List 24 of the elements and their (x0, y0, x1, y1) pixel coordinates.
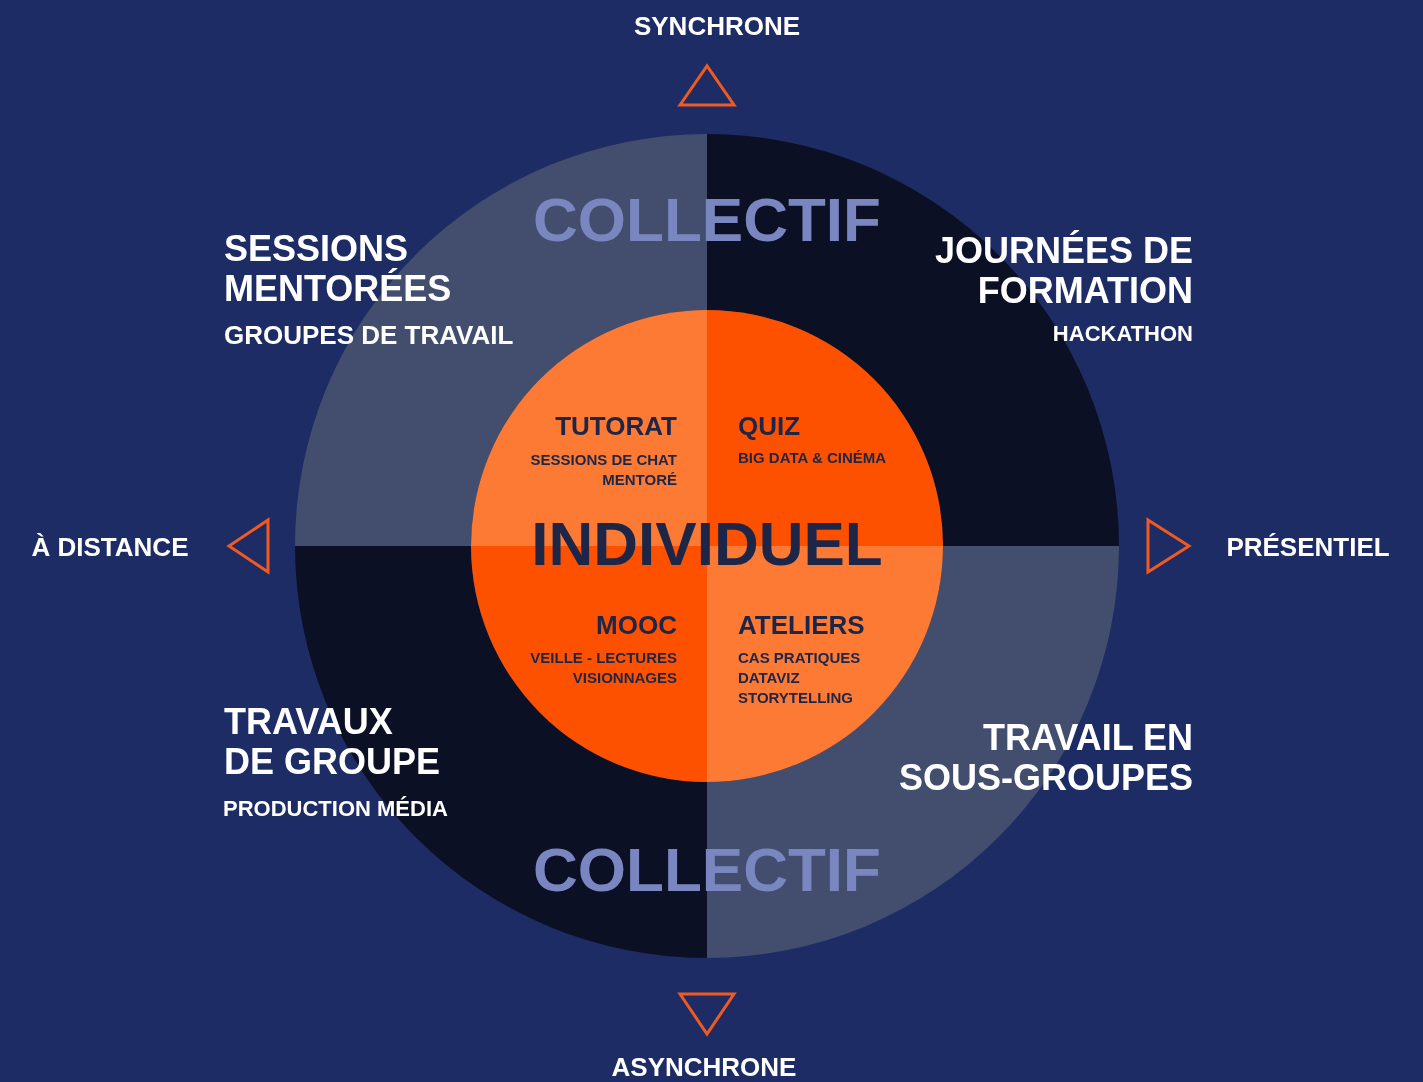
subtext: HACKATHON (1051, 322, 1193, 347)
heading: TRAVAIL EN SOUS-GROUPES (897, 718, 1193, 798)
heading: QUIZ (738, 412, 802, 441)
zone-label: COLLECTIF (532, 836, 882, 905)
subtext: VEILLE - LECTURES (529, 650, 677, 667)
heading: ATELIERS (738, 611, 866, 640)
subtext: BIG DATA & CINÉMA (738, 450, 888, 467)
axis-label: SYNCHRONE (632, 12, 802, 41)
heading: TUTORAT (554, 412, 677, 441)
center-title: INDIVIDUEL (530, 510, 884, 579)
heading: SESSIONS MENTORÉES (224, 229, 453, 309)
axis-label: À DISTANCE (30, 533, 190, 562)
subtext: SESSIONS DE CHAT MENTORÉ (529, 450, 677, 489)
heading: TRAVAUX DE GROUPE (224, 702, 442, 782)
subtext: CAS PRATIQUES (738, 650, 862, 667)
subtext: DATAVIZ (738, 670, 801, 687)
subtext: GROUPES DE TRAVAIL (224, 321, 515, 350)
heading: JOURNÉES DE FORMATION (933, 231, 1193, 311)
subtext: PRODUCTION MÉDIA (223, 797, 449, 822)
heading: MOOC (595, 611, 677, 640)
subtext: VISIONNAGES (571, 670, 677, 687)
subtext: STORYTELLING (738, 690, 854, 707)
axis-label: PRÉSENTIEL (1225, 533, 1391, 562)
axis-label: ASYNCHRONE (610, 1053, 798, 1082)
